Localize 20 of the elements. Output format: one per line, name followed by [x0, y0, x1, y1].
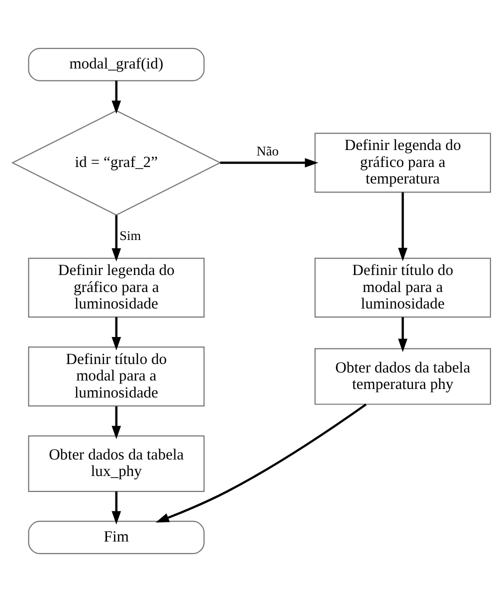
node-box: Definir legenda do gráfico para a luminosidade	[28, 257, 205, 318]
edge-label: Não	[256, 143, 279, 158]
node-box: Obter dados da tabela lux_phy	[28, 434, 205, 492]
arrow	[112, 316, 122, 350]
node-box: Definir legenda do gráfico para a temperatura	[314, 132, 492, 192]
arrow	[112, 80, 122, 114]
node-box: Obter dados da tabela temperatura phy	[314, 348, 492, 404]
node-box: modal_graf(id)	[28, 47, 205, 81]
edge-label: Sim	[119, 228, 141, 243]
arrow	[112, 406, 122, 439]
node-diamond: id = “graf_2”	[11, 109, 222, 216]
node-box: Definir título do modal para a luminosidade	[28, 346, 205, 406]
arrow	[112, 490, 122, 524]
node-box: Definir título do modal para a luminosidade	[314, 257, 492, 318]
arrow	[112, 214, 122, 262]
arrow	[220, 158, 318, 167]
node-box: Fim	[28, 520, 205, 554]
arrow	[398, 316, 408, 352]
arrow	[398, 192, 408, 261]
arrow	[156, 402, 367, 522]
